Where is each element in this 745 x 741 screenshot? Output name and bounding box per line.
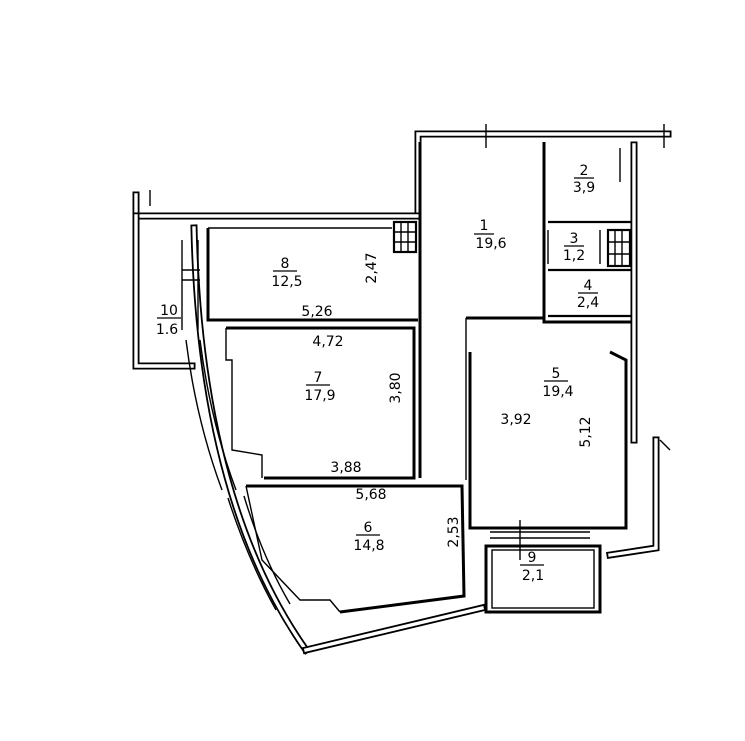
- room-area: 1.6: [156, 322, 178, 338]
- room-label-10: 10 1.6: [156, 303, 181, 338]
- room-area: 19,4: [542, 384, 573, 400]
- room-area: 14,8: [353, 538, 384, 554]
- dim-room5-width: 3,92: [500, 412, 531, 428]
- dim-room5-height: 5,12: [578, 416, 594, 447]
- partitions: [206, 142, 632, 614]
- dim-room8-height: 2,47: [364, 252, 380, 283]
- room-number: 6: [364, 520, 373, 536]
- room-number: 3: [570, 231, 579, 247]
- room-area: 12,5: [271, 274, 302, 290]
- facade-windows: [181, 240, 291, 611]
- room-number: 5: [552, 366, 561, 382]
- room-label-6: 6 14,8: [353, 520, 384, 554]
- room-number: 10: [160, 303, 178, 319]
- vent-grid-right: [606, 228, 632, 268]
- room-label-4: 4 2,4: [577, 278, 599, 311]
- room-area: 2,1: [522, 568, 544, 584]
- room-number: 7: [314, 370, 323, 386]
- room-area: 17,9: [304, 388, 335, 404]
- vent-grid-left: [392, 220, 418, 254]
- room-label-9: 9 2,1: [520, 550, 544, 584]
- room-label-8: 8 12,5: [271, 256, 302, 290]
- room-number: 9: [528, 550, 537, 566]
- dim-room8-width: 5,26: [301, 304, 332, 320]
- room-number: 4: [584, 278, 593, 294]
- dim-room7-height: 3,80: [388, 372, 404, 403]
- room-area: 1,2: [563, 248, 585, 264]
- room-number: 1: [480, 218, 489, 234]
- room-label-7: 7 17,9: [304, 370, 335, 404]
- room-area: 2,4: [577, 295, 599, 311]
- room-label-2: 2 3,9: [573, 163, 595, 196]
- room-label-1: 1 19,6: [474, 218, 507, 252]
- room-area: 19,6: [475, 236, 506, 252]
- room-number: 8: [281, 256, 290, 272]
- dim-room6-height: 2,53: [446, 516, 462, 547]
- room-label-5: 5 19,4: [542, 366, 573, 400]
- room-area: 3,9: [573, 180, 595, 196]
- dim-room6-width: 5,68: [355, 487, 386, 503]
- openings: [149, 124, 671, 560]
- room-label-3: 3 1,2: [563, 231, 585, 264]
- dim-room7-width-top: 4,72: [312, 334, 343, 350]
- dim-room7-width-bottom: 3,88: [330, 460, 361, 476]
- room-number: 2: [580, 163, 589, 179]
